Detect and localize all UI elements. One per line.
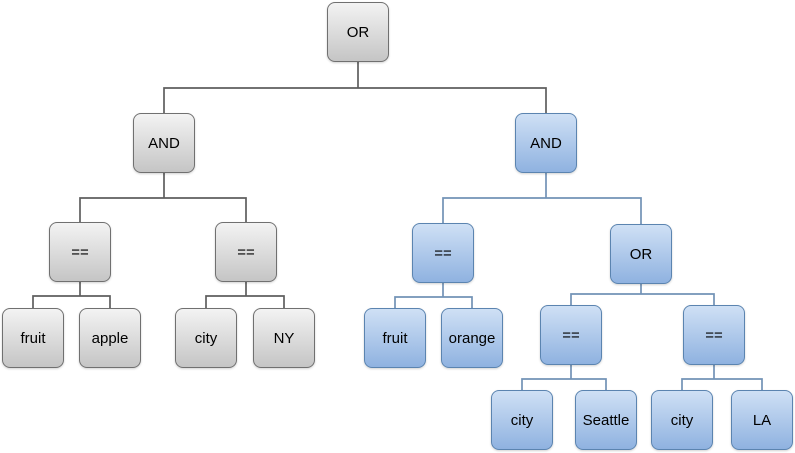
node-eq-4: == (540, 305, 602, 365)
edge-and-left-bracket (79, 197, 247, 222)
node-eq-3: == (412, 223, 474, 283)
edge-eq-1-bracket (32, 295, 111, 308)
node-la: LA (731, 390, 793, 450)
edge-eq-3-bracket (394, 296, 473, 308)
node-eq-5: == (683, 305, 745, 365)
edge-eq-2-bracket (205, 295, 285, 308)
node-seattle: Seattle (575, 390, 637, 450)
node-fruit-2: fruit (364, 308, 426, 368)
node-or-right: OR (610, 224, 672, 284)
edge-or-root-bracket (163, 87, 547, 113)
node-ny: NY (253, 308, 315, 368)
node-apple: apple (79, 308, 141, 368)
node-city-2: city (491, 390, 553, 450)
node-or-root: OR (327, 2, 389, 62)
node-fruit-1: fruit (2, 308, 64, 368)
node-city-1: city (175, 308, 237, 368)
node-city-3: city (651, 390, 713, 450)
node-eq-1: == (49, 222, 111, 282)
edge-or-right-bracket (570, 293, 715, 305)
node-orange: orange (441, 308, 503, 368)
edge-eq-5-bracket (681, 378, 763, 390)
node-and-left: AND (133, 113, 195, 173)
edge-eq-4-bracket (521, 378, 607, 390)
edge-and-right-bracket (442, 197, 642, 224)
node-and-right: AND (515, 113, 577, 173)
node-eq-2: == (215, 222, 277, 282)
